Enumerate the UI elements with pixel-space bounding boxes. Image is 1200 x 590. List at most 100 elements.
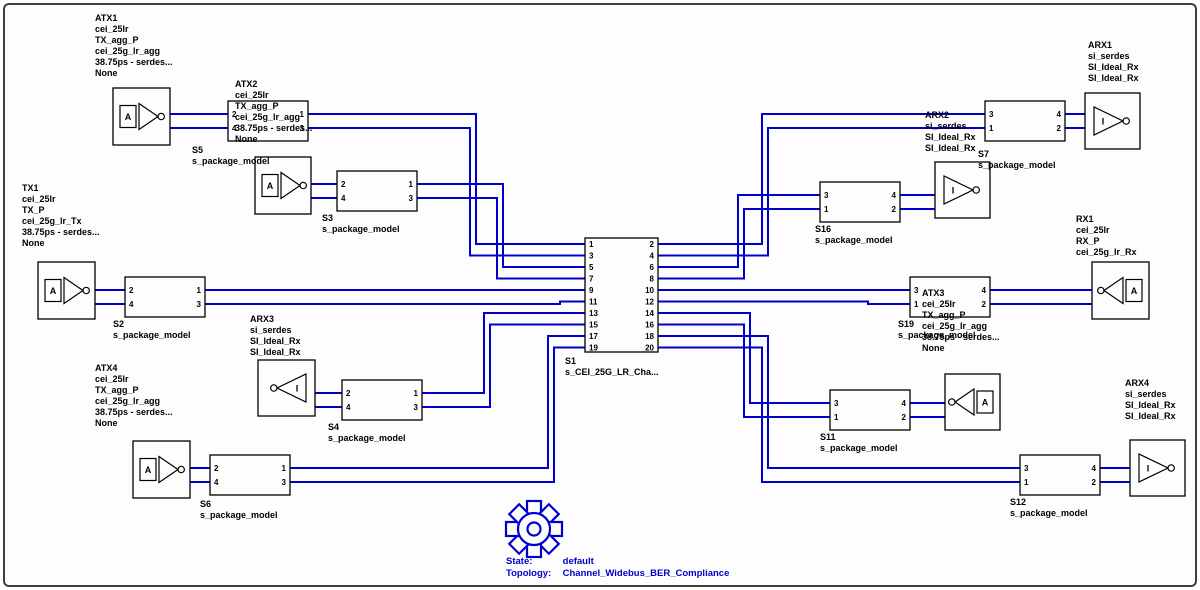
inversion-bubble-icon [82, 286, 91, 295]
inversion-bubble-icon [972, 186, 981, 194]
receiver-triangle-icon [275, 373, 307, 403]
buffer-letter: I [1102, 117, 1105, 127]
diff-wire[interactable] [658, 113, 985, 245]
diff-wire[interactable] [417, 197, 585, 280]
buffer-arx3[interactable]: I [257, 359, 316, 417]
diff-wire[interactable] [205, 300, 585, 305]
buffer-tx1[interactable]: A [37, 261, 96, 320]
package-body[interactable] [209, 454, 291, 496]
pin-number: 2 [341, 180, 346, 189]
pin-number: 4 [892, 191, 897, 200]
diff-wire[interactable] [658, 312, 830, 404]
pin-number: 4 [902, 399, 907, 408]
diff-wire[interactable] [658, 300, 910, 305]
diff-wire[interactable] [658, 127, 985, 257]
driver-triangle-icon [280, 171, 302, 200]
pin-number: 1 [409, 180, 414, 189]
package-body[interactable] [336, 170, 418, 212]
package-body[interactable] [341, 379, 423, 421]
pin-number: 8 [650, 275, 655, 284]
buffer-letter: A [982, 398, 989, 408]
package-body[interactable] [909, 276, 991, 318]
package-body[interactable] [1019, 454, 1101, 496]
buffer-letter: A [125, 112, 132, 122]
inversion-bubble-icon [177, 465, 186, 474]
analog-port-box [1125, 278, 1143, 303]
inversion-bubble-icon [947, 398, 956, 406]
package-body[interactable] [124, 276, 206, 318]
pin-number: 4 [982, 286, 987, 295]
buffer-rx1[interactable]: A [1091, 261, 1150, 320]
diff-wire[interactable] [658, 346, 1020, 483]
pin-number: 3 [300, 124, 305, 133]
pin-number: 2 [129, 286, 134, 295]
pin-number: 7 [589, 275, 594, 284]
package-body[interactable] [819, 181, 901, 223]
pin-number: 12 [645, 298, 654, 307]
pin-number: 3 [914, 286, 919, 295]
package-body[interactable] [829, 389, 911, 431]
buffer-arx2[interactable]: I [934, 161, 991, 219]
buffer-atx4[interactable]: A [132, 440, 191, 499]
diff-wire[interactable] [658, 208, 820, 280]
settings-gear-icon[interactable] [504, 499, 564, 559]
buffer-letter: A [50, 286, 57, 296]
pin-number: 9 [589, 286, 594, 295]
buffer-atx3[interactable]: A [944, 373, 1001, 431]
diff-wire[interactable] [422, 323, 585, 408]
buffer-arx4[interactable]: I [1129, 439, 1186, 497]
inversion-bubble-icon [269, 384, 278, 392]
buffer-arx1[interactable]: I [1084, 92, 1141, 150]
driver-triangle-icon [158, 455, 180, 484]
package-body[interactable] [984, 100, 1066, 142]
pin-number: 1 [282, 464, 287, 473]
diff-wire[interactable] [417, 183, 585, 268]
pin-number: 3 [414, 403, 419, 412]
channel-body[interactable] [584, 237, 659, 353]
pin-number: 2 [892, 205, 897, 214]
state-label: State: [506, 556, 533, 567]
diff-wire[interactable] [290, 346, 585, 483]
diff-wire[interactable] [290, 335, 585, 469]
topology-value: Channel_Widebus_BER_Compliance [562, 568, 730, 579]
pin-number: 4 [129, 300, 134, 309]
diff-wire[interactable] [308, 127, 585, 257]
pin-number: 2 [232, 110, 237, 119]
pin-number: 3 [197, 300, 202, 309]
package-body[interactable] [227, 100, 309, 142]
driver-triangle-icon [63, 276, 85, 305]
buffer-letter: I [296, 384, 299, 394]
diff-wire[interactable] [658, 323, 830, 418]
topology-label: Topology: [506, 568, 552, 579]
pin-number: 1 [989, 124, 994, 133]
pin-number: 17 [589, 332, 598, 341]
pin-number: 3 [589, 252, 594, 261]
diff-wire[interactable] [658, 194, 820, 268]
buffer-atx1[interactable]: A [112, 87, 171, 146]
pin-number: 1 [834, 413, 839, 422]
pin-number: 1 [824, 205, 829, 214]
diff-wire[interactable] [308, 113, 585, 245]
pin-number: 5 [589, 263, 594, 272]
pin-number: 1 [300, 110, 305, 119]
pin-number: 3 [989, 110, 994, 119]
diff-wire[interactable] [658, 335, 1020, 469]
diff-wire[interactable] [422, 312, 585, 394]
inversion-bubble-icon [1167, 464, 1176, 472]
buffer-atx2[interactable]: A [254, 156, 312, 215]
pin-number: 2 [1092, 478, 1097, 487]
wires-layer[interactable] [95, 113, 1130, 483]
